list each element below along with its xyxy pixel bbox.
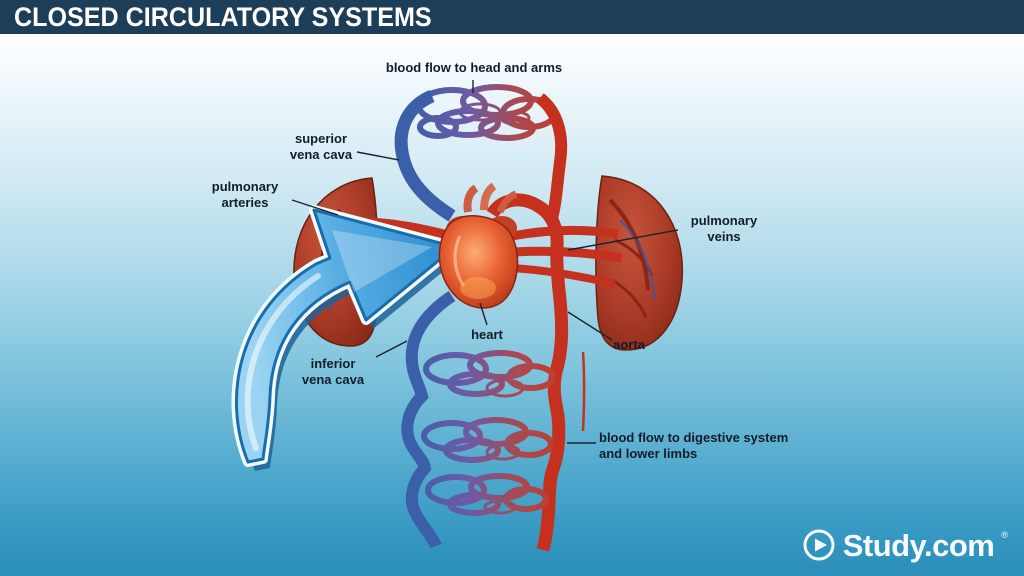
studycom-logo: Study.com ® [802,528,1008,562]
label-heart: heart [471,327,503,342]
title-bar: CLOSED CIRCULATORY SYSTEMS [0,0,1024,34]
right-lung [595,175,684,351]
label-pulmonary-arteries: pulmonary arteries [211,179,279,211]
label-digestive-lower: blood flow to digestive system and lower… [599,430,789,462]
top-capillary-network [416,84,558,141]
studycom-wordmark: Study.com [842,527,995,563]
registered-mark: ® [1001,530,1008,540]
play-circle-icon [803,529,835,561]
heart-illustration [438,182,519,309]
vein-vessels [394,90,456,549]
flow-arrow [236,210,462,471]
label-aorta: aorta [613,337,645,352]
label-connectors [291,80,679,444]
slide-title: CLOSED CIRCULATORY SYSTEMS [14,1,432,32]
label-inferior-vena-cava: inferior vena cava [301,356,365,388]
artery-vessels [486,93,586,552]
label-superior-vena-cava: superior vena cava [289,131,353,163]
lower-capillary-networks [421,350,556,516]
label-pulmonary-veins: pulmonary veins [690,213,758,245]
right-pulmonary-vessels [511,225,623,288]
label-head-arms: blood flow to head and arms [385,60,563,75]
